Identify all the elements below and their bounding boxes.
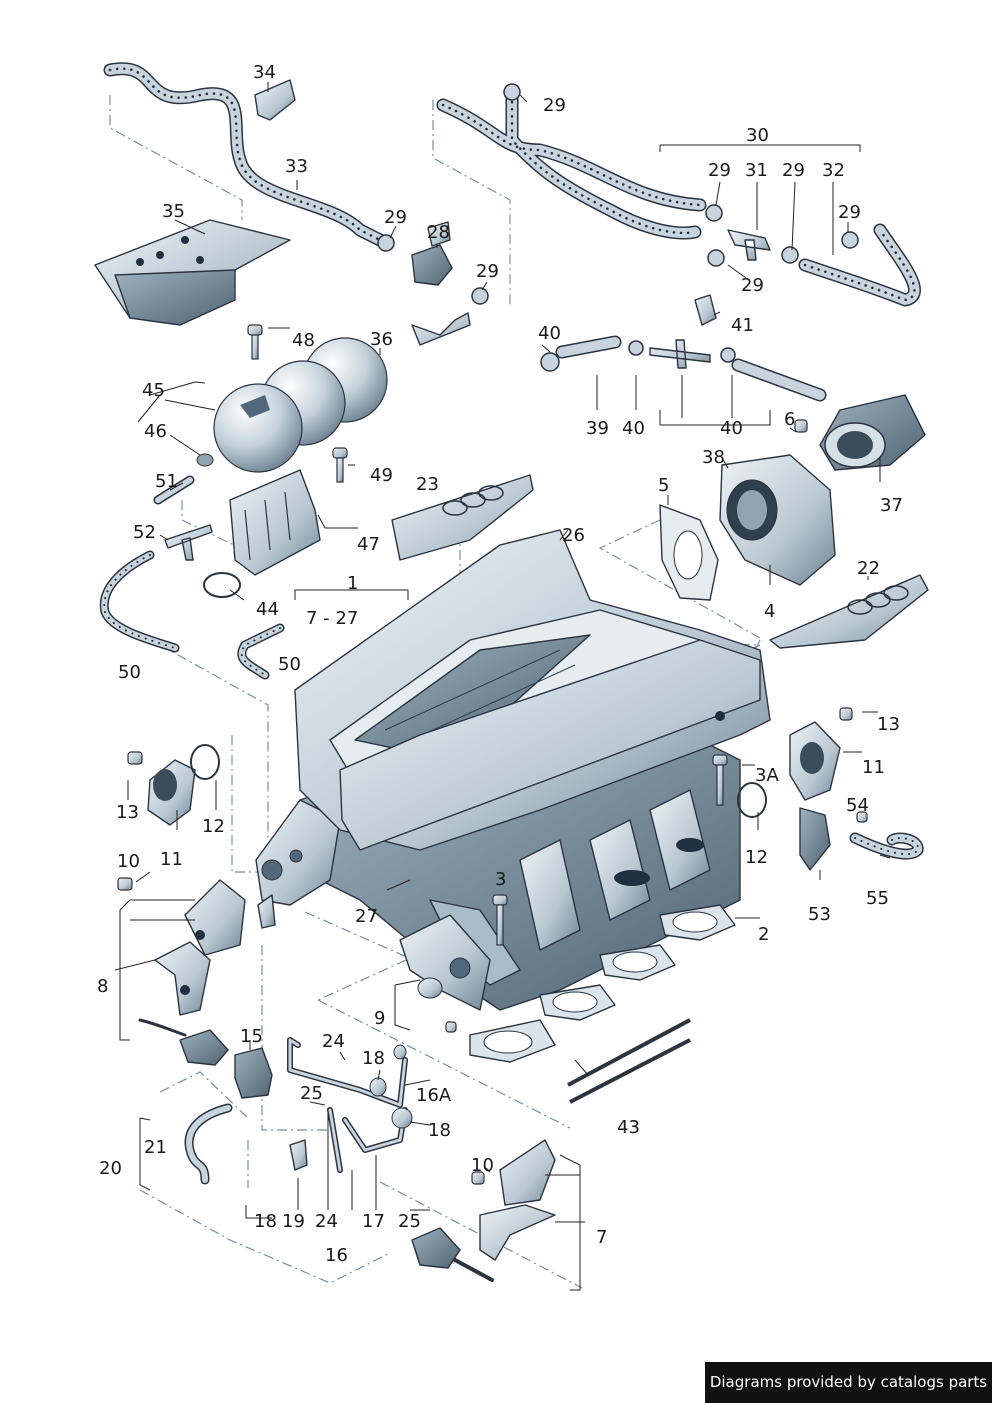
callout-7: 7 [596, 1227, 607, 1248]
credit-banner: Diagrams provided by catalogs parts [705, 1362, 992, 1403]
callout-49: 49 [370, 465, 393, 486]
callout-19: 19 [282, 1211, 305, 1232]
callout-39: 39 [586, 418, 609, 439]
callout-21: 21 [144, 1137, 167, 1158]
intake-manifold [255, 529, 771, 1063]
callout-55: 55 [866, 888, 889, 909]
callout-29: 29 [384, 207, 407, 228]
callout-40: 40 [622, 418, 645, 439]
callout-11: 11 [862, 757, 885, 778]
callout-25: 25 [300, 1083, 323, 1104]
callout-33: 33 [285, 156, 308, 177]
callout-18: 18 [254, 1211, 277, 1232]
callout-3: 3 [495, 869, 506, 890]
callout-9: 9 [374, 1008, 385, 1029]
callout-50: 50 [118, 662, 141, 683]
callout-11: 11 [160, 849, 183, 870]
callout-12: 12 [745, 847, 768, 868]
callout-10: 10 [117, 851, 140, 872]
callout-30: 30 [746, 125, 769, 146]
callout-29: 29 [543, 95, 566, 116]
callout-16: 16 [325, 1245, 348, 1266]
callout-4: 4 [764, 601, 775, 622]
callout-2: 2 [758, 924, 769, 945]
callout-38: 38 [702, 447, 725, 468]
callout-12: 12 [202, 816, 225, 837]
callout-labels: 34 29 30 29 31 29 32 33 35 29 28 29 29 2… [97, 62, 903, 1266]
callout-54: 54 [846, 795, 869, 816]
callout-37: 37 [880, 495, 903, 516]
callout-8: 8 [97, 976, 108, 997]
callout-24: 24 [315, 1211, 338, 1232]
callout-18: 18 [428, 1120, 451, 1141]
callout-27: 27 [355, 906, 378, 927]
leader-lines [114, 82, 891, 1291]
callout-50: 50 [278, 654, 301, 675]
small-parts [94, 79, 929, 1282]
callout-7-27: 7 - 27 [306, 608, 358, 629]
callout-52: 52 [133, 522, 156, 543]
callout-53: 53 [808, 904, 831, 925]
callout-29: 29 [838, 202, 861, 223]
callout-45: 45 [142, 380, 165, 401]
callout-48: 48 [292, 330, 315, 351]
callout-1: 1 [347, 573, 358, 594]
callout-29: 29 [476, 261, 499, 282]
callout-36: 36 [370, 329, 393, 350]
callout-24: 24 [322, 1031, 345, 1052]
callout-23: 23 [416, 474, 439, 495]
callout-47: 47 [357, 534, 380, 555]
callout-40: 40 [538, 323, 561, 344]
callout-6: 6 [784, 409, 795, 430]
callout-29: 29 [708, 160, 731, 181]
callout-43: 43 [617, 1117, 640, 1138]
callout-41: 41 [731, 315, 754, 336]
callout-46: 46 [144, 421, 167, 442]
hoses [99, 62, 924, 1185]
callout-17: 17 [362, 1211, 385, 1232]
callout-10: 10 [471, 1155, 494, 1176]
callout-22: 22 [857, 558, 880, 579]
callout-13: 13 [116, 802, 139, 823]
callout-3A: 3A [755, 765, 779, 786]
callout-44: 44 [256, 599, 279, 620]
callout-16A: 16A [416, 1085, 452, 1106]
callout-51: 51 [155, 471, 178, 492]
callout-20: 20 [99, 1158, 122, 1179]
callout-13: 13 [877, 714, 900, 735]
callout-5: 5 [658, 475, 669, 496]
callout-15: 15 [240, 1026, 263, 1047]
callout-29: 29 [782, 160, 805, 181]
callout-26: 26 [562, 525, 585, 546]
callout-25: 25 [398, 1211, 421, 1232]
callout-29: 29 [741, 275, 764, 296]
callout-34: 34 [253, 62, 276, 83]
callout-40: 40 [720, 418, 743, 439]
callout-35: 35 [162, 201, 185, 222]
callout-32: 32 [822, 160, 845, 181]
callout-31: 31 [745, 160, 768, 181]
callout-28: 28 [427, 222, 450, 243]
callout-18: 18 [362, 1048, 385, 1069]
